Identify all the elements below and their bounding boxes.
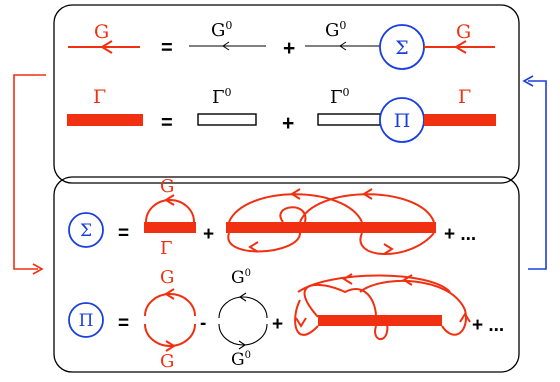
- plus-sign: +: [283, 37, 295, 60]
- black-arrowhead: [222, 41, 230, 51]
- self-energy-circle: [68, 212, 104, 248]
- left-feedback-arrowhead: [32, 263, 44, 275]
- red-thick-bar: [424, 114, 496, 126]
- equals-sign: =: [161, 37, 173, 59]
- polarization-circle: [68, 302, 104, 338]
- red-arrowhead: [290, 188, 301, 200]
- green-function-arc: [303, 283, 377, 318]
- label-G0-term1: G0: [211, 19, 232, 41]
- right-feedback-arrow: [528, 80, 547, 270]
- green-function-arc: [227, 232, 301, 253]
- red-arrowhead: [100, 40, 113, 54]
- red-arrowhead: [454, 40, 467, 54]
- red-arrowhead: [402, 274, 413, 286]
- green-function-arc: [359, 279, 467, 336]
- hollow-bar: [317, 113, 381, 126]
- label-G-bottom: G: [160, 351, 174, 372]
- green-function-arc: [359, 232, 435, 255]
- black-arrowhead: [339, 41, 347, 51]
- label-pi: Π: [79, 311, 94, 331]
- label-G-lhs: G: [94, 21, 109, 43]
- vertex-bar: [226, 222, 436, 233]
- hollow-bar: [197, 113, 257, 126]
- label-pi: Π: [394, 110, 411, 132]
- plus-sign: +: [282, 112, 294, 135]
- green-function-arc: [145, 199, 195, 223]
- green-function-arc: [297, 274, 451, 293]
- ellipsis-term: + ...: [472, 315, 504, 336]
- bare-propagator-arc: [218, 323, 268, 346]
- green-function-arc: [299, 193, 435, 223]
- green-function-arc: [144, 293, 196, 317]
- label-Gamma0-term2: Γ0: [330, 86, 350, 108]
- label-G-top: G: [160, 176, 174, 197]
- red-arrowhead: [164, 288, 175, 300]
- label-G-tail: G: [456, 21, 471, 43]
- green-function-arc: [228, 193, 363, 223]
- green-function-arc: [374, 314, 389, 341]
- red-thick-bar: [67, 114, 143, 126]
- green-function-arc: [294, 299, 319, 336]
- red-arrowhead: [342, 273, 353, 285]
- label-Gamma0-term1: Γ0: [212, 86, 232, 108]
- row-polarization: Π = G G - G0 G0 + + ...: [68, 267, 504, 372]
- label-G-top: G: [160, 267, 174, 288]
- minus-sign: -: [200, 313, 206, 334]
- red-arrowhead: [362, 188, 373, 200]
- red-arrowhead: [165, 340, 176, 352]
- plus-sign: +: [203, 224, 214, 245]
- red-arrowhead: [164, 194, 175, 206]
- label-Gamma-tail: Γ: [458, 86, 471, 108]
- vertex-bar: [144, 222, 196, 233]
- label-Gamma-bottom: Γ: [160, 238, 173, 259]
- equals-sign: =: [118, 313, 129, 334]
- row-green-function: G = G0 + G0 Σ G: [68, 19, 495, 70]
- left-feedback-arrow: [13, 74, 46, 270]
- label-sigma: Σ: [80, 221, 92, 241]
- label-G0-top: G0: [231, 268, 251, 288]
- row-vertex-function: Γ = Γ0 + Γ0 Π Γ: [67, 86, 496, 143]
- bottom-equation-box: [53, 176, 520, 373]
- ellipsis-term: + ...: [444, 224, 476, 245]
- label-sigma: Σ: [395, 37, 408, 59]
- top-equation-box: [53, 4, 520, 184]
- red-arrowhead: [383, 243, 394, 255]
- label-G0-bottom: G0: [231, 350, 251, 370]
- black-arrowhead: [238, 340, 246, 350]
- right-feedback-arrowhead: [522, 75, 534, 87]
- bare-propagator-arc: [218, 296, 268, 319]
- red-arrowhead: [295, 317, 307, 328]
- red-arrowhead: [248, 241, 259, 253]
- green-function-arc: [279, 206, 307, 223]
- red-arrowhead: [459, 312, 471, 323]
- equals-sign: =: [118, 223, 129, 244]
- plus-sign: +: [272, 314, 283, 335]
- label-Gamma-lhs: Γ: [93, 86, 106, 108]
- black-arrowhead: [239, 292, 247, 302]
- vertex-bar: [318, 315, 442, 326]
- green-function-arc: [144, 323, 196, 347]
- row-self-energy: Σ = G Γ + + ...: [68, 176, 476, 259]
- equals-sign: =: [161, 112, 173, 134]
- label-G0-term2: G0: [325, 19, 346, 41]
